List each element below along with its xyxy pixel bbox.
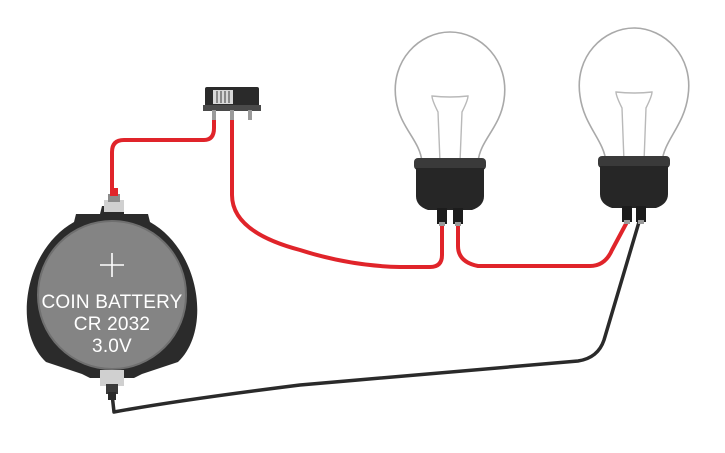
bulb-1-terminal-left bbox=[437, 208, 447, 224]
wire-bulb-1-to-bulb-2 bbox=[456, 220, 629, 268]
wire-battery-to-switch bbox=[110, 110, 216, 202]
battery-label-line-3: 3.0V bbox=[92, 336, 132, 357]
switch-pin-middle bbox=[230, 110, 234, 120]
battery-label-line-2: CR 2032 bbox=[74, 314, 150, 335]
switch-pin-left bbox=[212, 110, 216, 120]
switch-pin-right bbox=[248, 110, 252, 120]
bulb-1-socket-top bbox=[414, 158, 486, 170]
bulb-2-terminal-right bbox=[636, 206, 646, 222]
battery-label-line-1: COIN BATTERY bbox=[41, 292, 182, 313]
bulb-1-socket bbox=[416, 168, 484, 210]
bulb-2-glass bbox=[578, 27, 690, 163]
light-bulb-2 bbox=[578, 27, 690, 224]
bulb-1-terminal-right bbox=[453, 208, 463, 224]
battery-bottom-clip bbox=[100, 370, 124, 386]
switch-slider[interactable] bbox=[213, 90, 233, 104]
bulb-2-filament bbox=[615, 91, 653, 163]
slide-switch[interactable] bbox=[203, 87, 261, 120]
light-bulb-1 bbox=[394, 31, 506, 226]
switch-base bbox=[203, 105, 261, 111]
wire-switch-to-bulb-1 bbox=[230, 110, 444, 269]
battery-top-clip bbox=[104, 200, 124, 212]
bulb-2-terminal-left bbox=[622, 206, 632, 222]
coin-battery: COIN BATTERY CR 2032 3.0V bbox=[26, 188, 198, 400]
wire-bulb-2-to-battery bbox=[110, 220, 641, 414]
bulb-2-socket bbox=[600, 166, 668, 208]
bulb-2-socket-top bbox=[598, 156, 670, 168]
bulb-1-filament bbox=[431, 95, 469, 163]
battery-coin bbox=[38, 221, 186, 369]
